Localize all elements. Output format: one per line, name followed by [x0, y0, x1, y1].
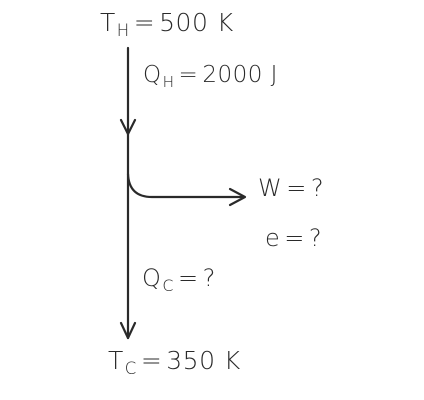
efficiency-equals: =	[284, 224, 305, 252]
heat-out-value: ?	[202, 264, 216, 292]
work-branch-curve	[126, 132, 244, 199]
work-output-label: W=?	[258, 176, 324, 200]
heat-in-equals: =	[178, 62, 199, 88]
hot-reservoir-temperature-label: TH=500 K	[100, 8, 234, 39]
heat-out-symbol: Q	[142, 264, 162, 292]
heat-out-subscript: C	[162, 276, 174, 296]
heat-out-arrowhead	[119, 321, 137, 340]
heat-out-equals: =	[177, 264, 199, 292]
work-symbol: W	[258, 174, 283, 202]
efficiency-symbol: e	[265, 224, 281, 252]
cold-temperature-equals: =	[140, 346, 163, 375]
hot-temperature-symbol: T	[100, 8, 116, 37]
cold-temperature-symbol: T	[108, 346, 124, 375]
heat-in-value: 2000 J	[202, 62, 278, 88]
work-equals: =	[286, 174, 307, 202]
hot-temperature-subscript: H	[116, 21, 130, 41]
heat-in-symbol: Q	[143, 62, 162, 88]
heat-in-subscript: H	[162, 72, 175, 91]
work-arrowhead	[228, 187, 247, 207]
cold-temperature-value: 350 K	[166, 346, 241, 375]
cold-reservoir-temperature-label: TC=350 K	[108, 346, 241, 377]
heat-out-label: QC=?	[142, 264, 216, 293]
efficiency-value: ?	[308, 224, 323, 252]
efficiency-label: e=?	[265, 226, 322, 250]
hot-temperature-equals: =	[133, 8, 156, 37]
cold-temperature-subscript: C	[124, 359, 137, 379]
work-value: ?	[310, 174, 325, 202]
heat-in-label: QH=2000 J	[143, 62, 278, 90]
hot-temperature-value: 500 K	[159, 8, 234, 37]
